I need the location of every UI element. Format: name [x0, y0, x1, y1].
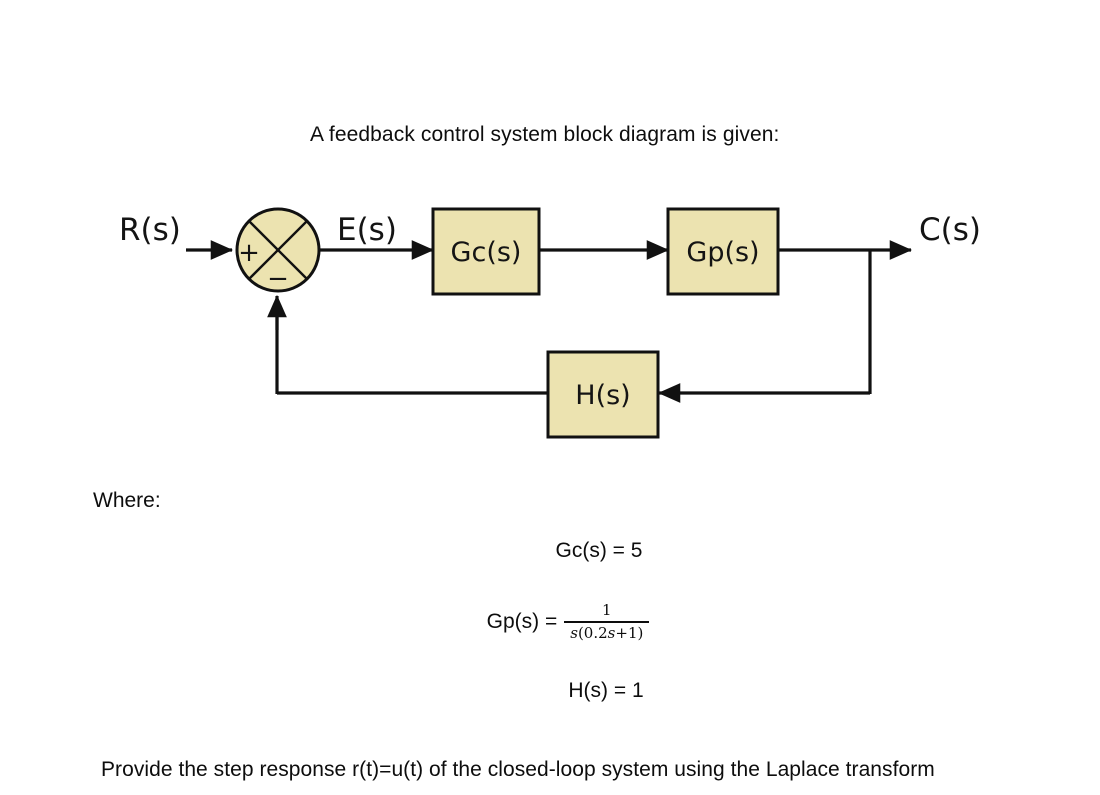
fraction-bar [564, 621, 650, 623]
equation-h: H(s) = 1 [0, 673, 1100, 709]
signal-label-output: C(s) [919, 212, 981, 248]
equation-gp-numerator: 1 [602, 601, 612, 619]
intro-text: A feedback control system block diagram … [310, 123, 780, 146]
signal-label-input: R(s) [119, 212, 181, 248]
equation-gp-denominator: s(0.2s+1) [564, 623, 649, 641]
equation-gp-lhs: Gp(s) = [486, 610, 558, 633]
summing-junction-minus-sign: − [267, 264, 289, 294]
equation-gc: Gc(s) = 5 [0, 533, 1100, 569]
where-label: Where: [93, 489, 161, 512]
equation-gp-fraction: 1 s(0.2s+1) [564, 601, 650, 641]
block-plant: Gp(s) [666, 207, 780, 296]
denominator-var-outer: s [570, 624, 578, 642]
block-feedback-label: H(s) [575, 380, 630, 411]
equation-gc-text: Gc(s) = 5 [555, 539, 643, 562]
denominator-var-inner: s [607, 624, 616, 642]
summing-junction: + − [235, 207, 321, 294]
equation-list: Gc(s) = 5 Gp(s) = 1 s(0.2s+1) H(s) = 1 [0, 533, 1100, 709]
block-plant-label: Gp(s) [686, 237, 759, 268]
denominator-open: (0.2 [577, 624, 608, 642]
signal-label-error: E(s) [337, 212, 397, 248]
block-controller-label: Gc(s) [451, 237, 522, 268]
equation-h-text: H(s) = 1 [568, 679, 644, 702]
block-controller: Gc(s) [431, 207, 541, 296]
closing-text: Provide the step response r(t)=u(t) of t… [101, 758, 935, 781]
summing-junction-plus-sign: + [238, 238, 260, 268]
denominator-close: +1) [615, 624, 644, 642]
equation-gp: Gp(s) = 1 s(0.2s+1) [0, 591, 1100, 653]
block-feedback: H(s) [546, 350, 660, 439]
